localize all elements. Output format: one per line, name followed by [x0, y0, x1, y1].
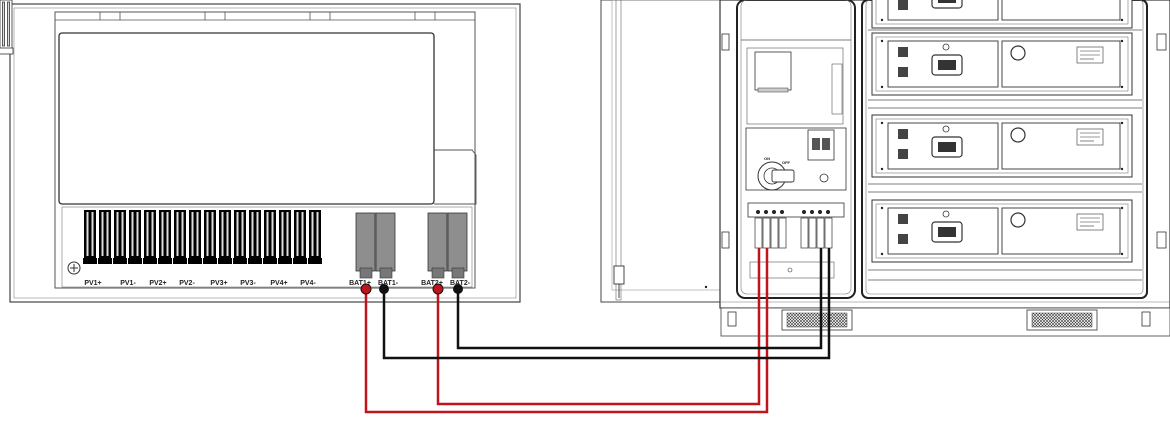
label-pv3-minus: PV3-: [240, 280, 256, 287]
battery-module-2: [871, 32, 1133, 96]
label-pv2-plus: PV2+: [149, 280, 166, 287]
battery-module-3: [871, 114, 1133, 178]
label-pv2-minus: PV2-: [179, 280, 195, 287]
cabinet-door: [600, 0, 738, 303]
wire-bat2-positive: [436, 248, 761, 406]
label-pv3-plus: PV3+: [210, 280, 227, 287]
control-compartment: ON OFF: [736, 0, 856, 299]
label-bat1-minus: BAT1-: [378, 280, 399, 287]
label-pv4-plus: PV4+: [270, 280, 287, 287]
dc-breaker: [807, 129, 835, 161]
inverter: PV1+ PV1- PV2+ PV2- PV3+ PV3- PV4+ PV4- …: [0, 0, 521, 303]
battery-module-4: [871, 199, 1133, 263]
wire-bat1-positive: [364, 248, 769, 414]
bottom-vent-right: [1026, 309, 1098, 331]
battery-connector-2: [427, 212, 468, 279]
bottom-vent-left: [781, 309, 853, 331]
pv-connectors: [0, 0, 14, 55]
dc-wiring: [364, 248, 831, 414]
label-pv1-plus: PV1+: [84, 280, 101, 287]
wire-terminals: [360, 283, 463, 295]
battery-cabinet: ON OFF: [600, 0, 1170, 337]
switch-on-label: ON: [764, 156, 770, 161]
terminal-block: [747, 202, 845, 279]
ground-screw-icon: [67, 261, 81, 275]
label-bat1-plus: BAT1+: [349, 280, 371, 287]
label-bat2-plus: BAT2+: [421, 280, 443, 287]
battery-connector-1: [355, 212, 396, 279]
wire-bat2-negative: [456, 248, 823, 350]
wire-bat1-negative: [382, 248, 831, 360]
rotary-isolator-switch: ON OFF: [757, 156, 795, 191]
battery-module-1: [871, 0, 1133, 29]
inverter-front-panel: [58, 32, 435, 205]
label-bat2-minus: BAT2-: [450, 280, 471, 287]
label-pv4-minus: PV4-: [300, 280, 316, 287]
junction-box: [754, 51, 792, 91]
label-pv1-minus: PV1-: [120, 280, 136, 287]
switch-off-label: OFF: [782, 160, 791, 165]
